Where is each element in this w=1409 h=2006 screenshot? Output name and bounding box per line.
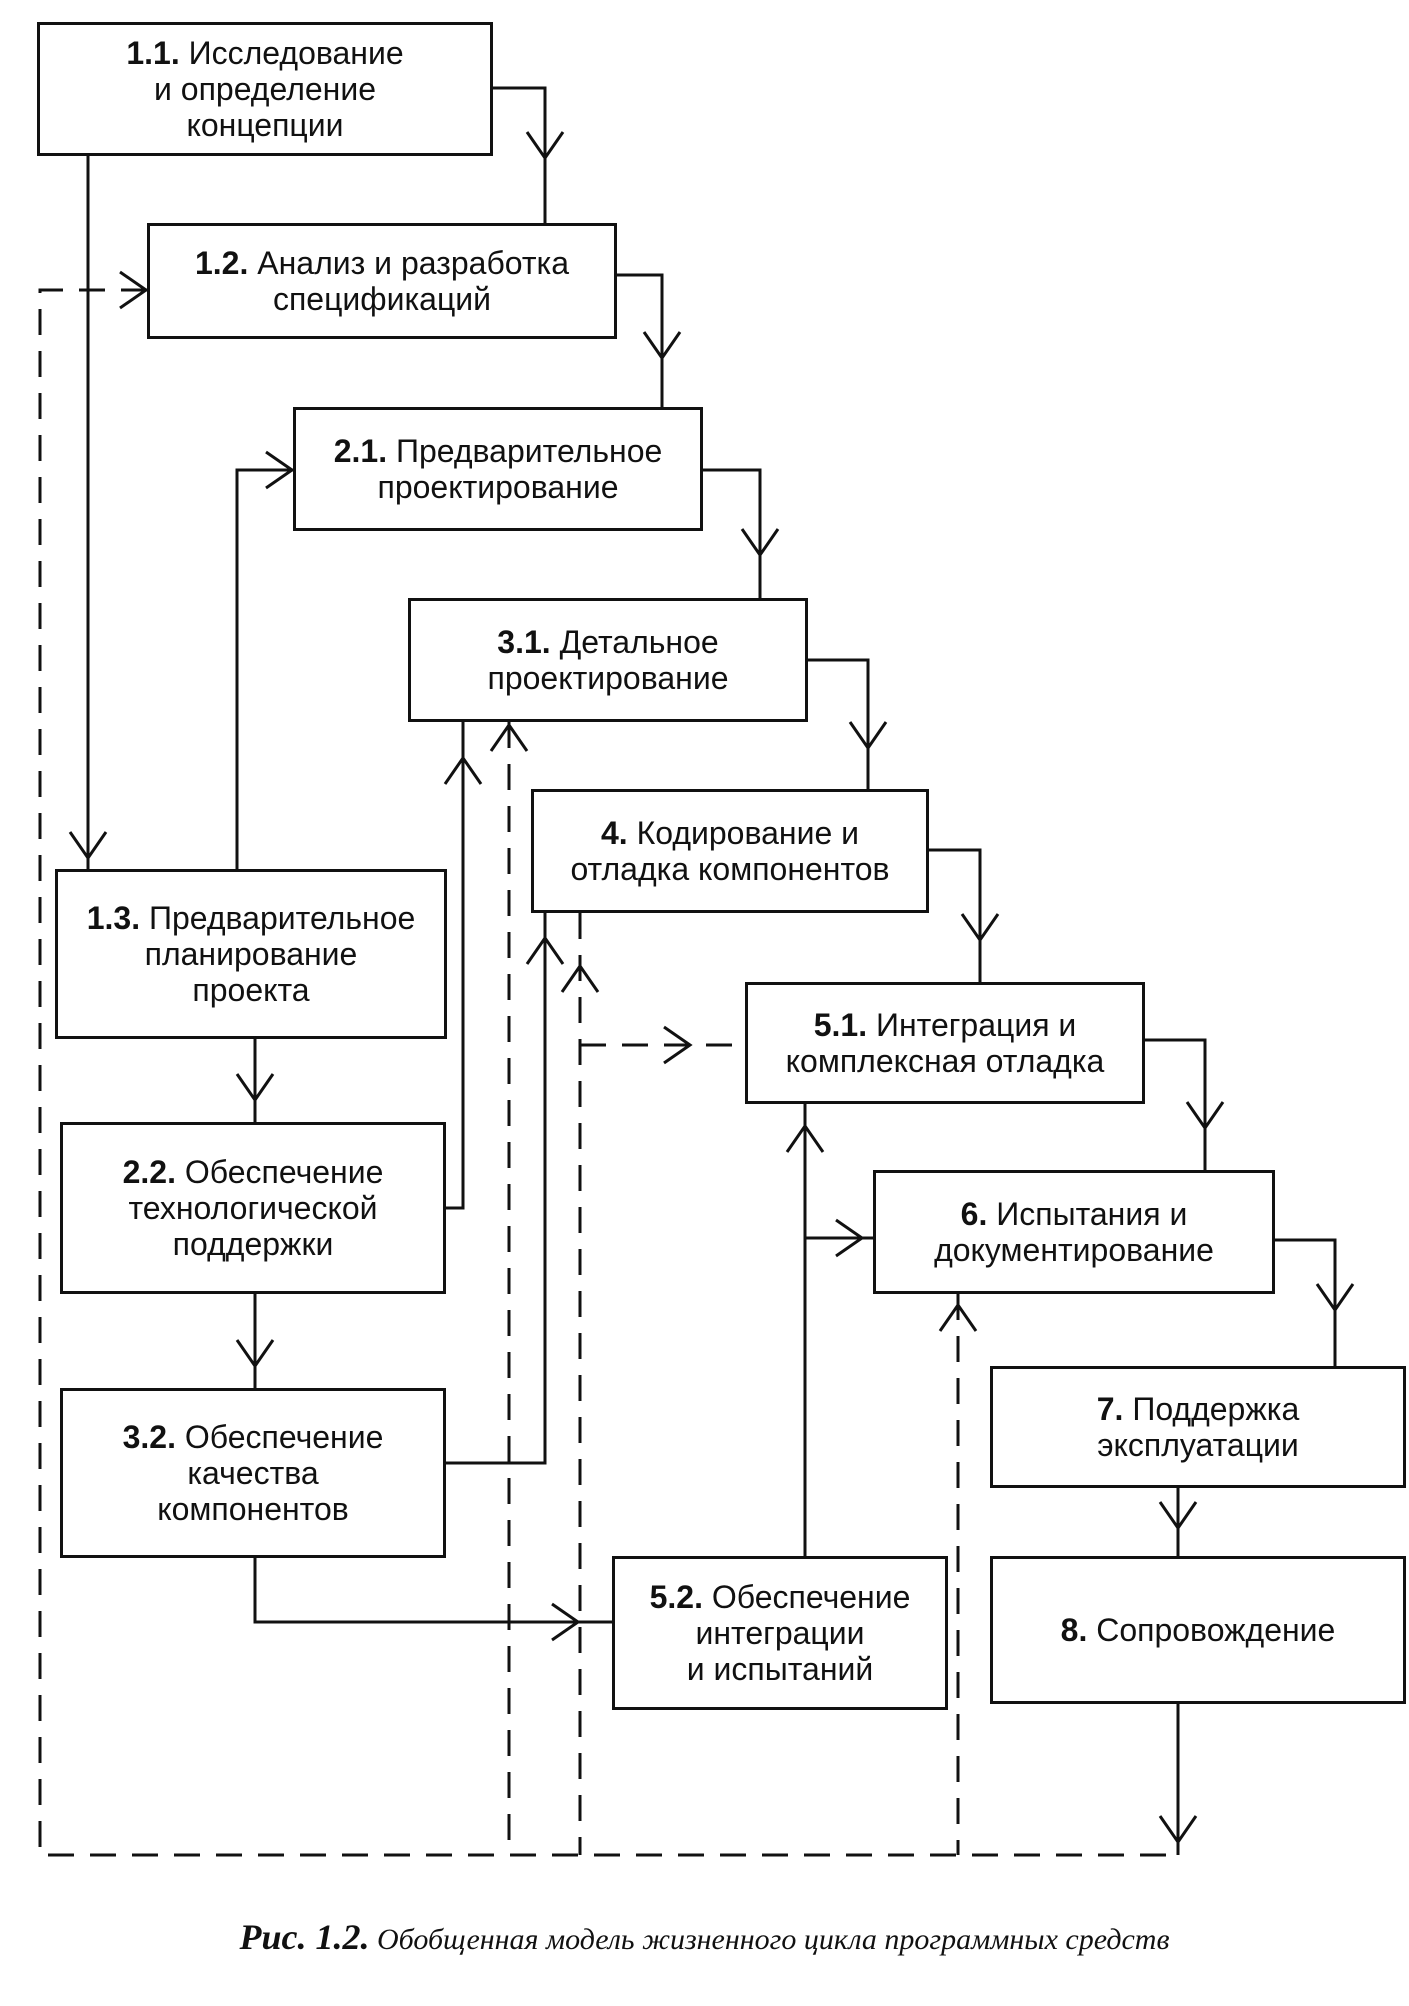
arrowhead-1-3-to-2-2	[235, 1073, 275, 1103]
connector-1-2-to-2-1	[617, 273, 664, 407]
node-6: 6. Испытания и документирование	[873, 1170, 1275, 1294]
arrowhead-3-2-to-4	[525, 935, 565, 965]
node-1-1-number: 1.1.	[126, 35, 180, 71]
node-4: 4. Кодирование и отладка компонентов	[531, 789, 929, 913]
arrowhead-feedback-3-1	[489, 722, 529, 752]
arrowhead-5-2-to-5-1	[785, 1123, 825, 1153]
node-7: 7. Поддержка эксплуатации	[990, 1366, 1406, 1488]
node-1-3-label: Предварительное планирование проекта	[144, 900, 416, 1008]
node-2-2-label: Обеспечение технологической поддержки	[128, 1154, 384, 1262]
node-7-number: 7.	[1096, 1391, 1124, 1427]
connector-3-2-to-4	[446, 913, 547, 1465]
figure-caption-label: Рис. 1.2.	[239, 1917, 370, 1957]
node-2-1-number: 2.1.	[333, 433, 388, 469]
arrowhead-3-2-to-5-2	[551, 1602, 581, 1642]
connector-2-2-to-3-1	[446, 722, 465, 1210]
connector-1-1-to-1-2	[493, 86, 547, 223]
node-4-number: 4.	[601, 815, 628, 851]
figure-caption-text: Обобщенная модель жизненного цикла прогр…	[377, 1923, 1170, 1956]
node-5-2-number: 5.2.	[649, 1579, 703, 1615]
arrowhead-1-1-to-1-2	[525, 131, 565, 161]
arrowhead-2-2-to-3-2	[235, 1339, 275, 1369]
arrowhead-5-1-to-6	[1185, 1101, 1225, 1131]
arrowhead-1-1-to-1-3	[68, 831, 108, 861]
node-4-label: Кодирование и отладка компонентов	[570, 815, 890, 887]
node-3-1-number: 3.1.	[497, 624, 551, 660]
node-2-2: 2.2. Обеспечение технологической поддерж…	[60, 1122, 446, 1294]
node-8-label: Сопровождение	[1096, 1612, 1336, 1648]
arrowhead-feedback-4	[560, 963, 600, 993]
node-1-2-label: Анализ и разработка спецификаций	[257, 245, 570, 317]
node-6-label: Испытания и документирование	[934, 1196, 1214, 1268]
node-8-number: 8.	[1060, 1612, 1088, 1648]
node-7-label: Поддержка эксплуатации	[1097, 1391, 1300, 1463]
connector-3-2-to-5-2	[253, 1558, 612, 1624]
node-5-1-number: 5.1.	[813, 1007, 868, 1043]
arrowhead-4-to-5-1	[960, 913, 1000, 943]
arrowhead-3-1-to-4	[848, 721, 888, 751]
arrowhead-2-2-to-3-1	[443, 755, 483, 785]
connector-4-to-5-1	[929, 848, 982, 982]
connector-2-1-to-3-1	[703, 468, 762, 598]
connector-1-3-to-2-1	[235, 468, 293, 869]
arrowhead-8-down	[1158, 1815, 1198, 1845]
node-5-1: 5.1. Интеграция и комплексная отладка	[745, 982, 1145, 1104]
arrowhead-feedback-1-2	[119, 270, 149, 310]
node-1-2-number: 1.2.	[194, 245, 249, 281]
node-6-number: 6.	[960, 1196, 988, 1232]
arrowhead-1-2-to-2-1	[642, 331, 682, 361]
arrowhead-6-to-7	[1315, 1283, 1355, 1313]
node-1-3: 1.3. Предварительное планирование проект…	[55, 869, 447, 1039]
arrowhead-feedback-6	[938, 1302, 978, 1332]
connector-5-1-to-6	[1145, 1038, 1207, 1170]
node-5-2: 5.2. Обеспечение интеграции и испытаний	[612, 1556, 948, 1710]
node-1-1-label: Исследование и определение концепции	[154, 35, 404, 143]
node-1-1: 1.1. Исследование и определение концепци…	[37, 22, 493, 156]
node-3-1: 3.1. Детальное проектирование	[408, 598, 808, 722]
connector-6-to-7	[1275, 1238, 1337, 1366]
node-3-2: 3.2. Обеспечение качества компонентов	[60, 1388, 446, 1558]
node-2-2-number: 2.2.	[122, 1154, 176, 1190]
node-3-2-number: 3.2.	[122, 1419, 176, 1455]
feedback-loop-outer	[38, 288, 1178, 1857]
arrowhead-1-3-to-2-1	[265, 450, 295, 490]
arrowhead-5-2-to-6	[835, 1218, 865, 1258]
node-2-1: 2.1. Предварительное проектирование	[293, 407, 703, 531]
node-3-2-label: Обеспечение качества компонентов	[157, 1419, 384, 1527]
node-2-1-label: Предварительное проектирование	[377, 433, 663, 505]
node-3-1-label: Детальное проектирование	[487, 624, 729, 696]
node-1-3-number: 1.3.	[86, 900, 141, 936]
node-8: 8. Сопровождение	[990, 1556, 1406, 1704]
arrowhead-feedback-5-1	[663, 1025, 693, 1065]
arrowhead-2-1-to-3-1	[740, 528, 780, 558]
node-1-2: 1.2. Анализ и разработка спецификаций	[147, 223, 617, 339]
figure-caption: Рис. 1.2. Обобщенная модель жизненного ц…	[0, 1916, 1409, 1958]
lifecycle-diagram: 1.1. Исследование и определение концепци…	[37, 22, 1406, 1857]
arrowhead-7-to-8	[1158, 1501, 1198, 1531]
connector-layer	[38, 86, 1355, 1857]
node-5-2-label: Обеспечение интеграции и испытаний	[686, 1579, 911, 1687]
node-5-1-label: Интеграция и комплексная отладка	[785, 1007, 1105, 1079]
connector-3-1-to-4	[808, 658, 870, 789]
